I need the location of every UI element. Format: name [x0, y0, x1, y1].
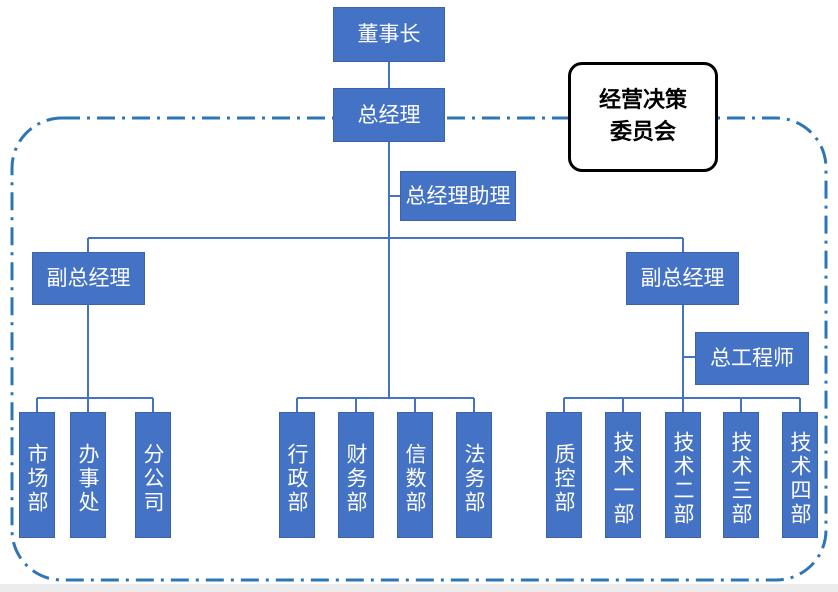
- dept-finance: 财务部: [338, 412, 374, 538]
- committee-line1: 经营决策: [598, 88, 687, 114]
- dept-tech-3: 技术三部: [723, 412, 759, 538]
- dept-tech-1: 技术一部: [605, 412, 641, 538]
- dept-quality-control: 质控部: [546, 412, 582, 538]
- dept-branch: 分公司: [135, 412, 171, 538]
- general-manager-box: 总经理: [333, 88, 445, 142]
- gm-assistant-box: 总经理助理: [400, 171, 516, 221]
- dept-tech-2: 技术二部: [665, 412, 701, 538]
- dept-market: 市场部: [19, 412, 55, 538]
- chairman-box: 董事长: [333, 7, 445, 62]
- bottom-strip: [0, 584, 838, 592]
- committee-line2: 委员会: [609, 120, 676, 145]
- dept-tech-4: 技术四部: [782, 412, 818, 538]
- dept-administration: 行政部: [279, 412, 315, 538]
- chief-engineer-box: 总工程师: [695, 332, 809, 385]
- dept-information: 信数部: [397, 412, 433, 538]
- dept-legal: 法务部: [456, 412, 492, 538]
- deputy-gm-left-box: 副总经理: [32, 252, 145, 305]
- dept-office: 办事处: [70, 412, 106, 538]
- deputy-gm-right-box: 副总经理: [626, 252, 739, 305]
- business-decision-committee: 经营决策 委员会: [568, 62, 718, 172]
